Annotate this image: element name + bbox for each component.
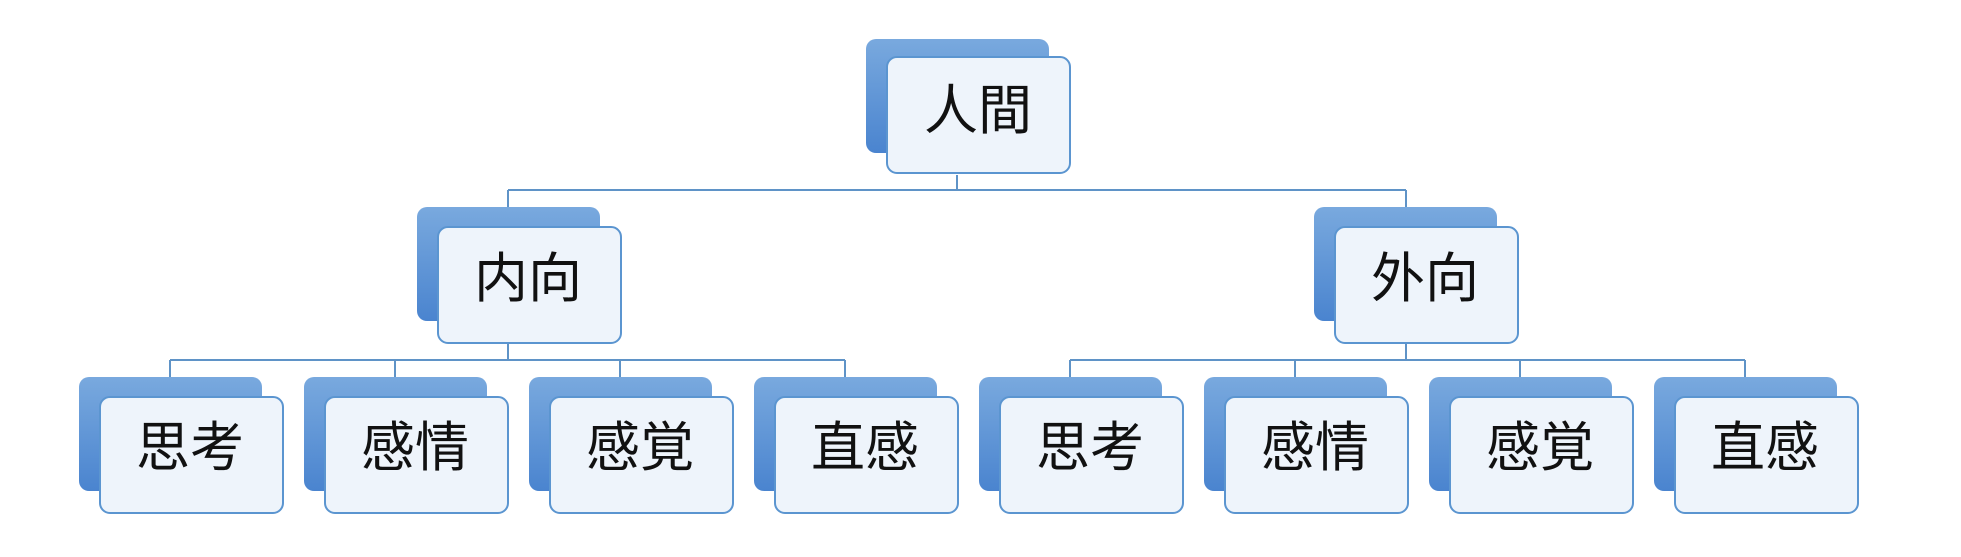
node-front-card bbox=[886, 56, 1071, 174]
node-front-card bbox=[99, 396, 284, 514]
node-extrovert-thinking: 思考 bbox=[979, 377, 1184, 514]
node-label: 感覚 bbox=[586, 416, 694, 479]
node-root: 人間 bbox=[866, 39, 1071, 174]
node-label: 感情 bbox=[361, 416, 469, 479]
connectors bbox=[169, 175, 1746, 380]
node-front-card bbox=[324, 396, 509, 514]
node-introvert-sensation: 感覚 bbox=[529, 377, 734, 514]
connector-extrovert-to-children bbox=[1069, 342, 1746, 380]
node-introvert: 内向 bbox=[417, 207, 622, 344]
node-front-card bbox=[549, 396, 734, 514]
node-extrovert: 外向 bbox=[1314, 207, 1519, 344]
connector-root-to-level1 bbox=[507, 175, 1407, 210]
node-front-card bbox=[1334, 226, 1519, 344]
node-front-card bbox=[1674, 396, 1859, 514]
node-label-root: 人間 bbox=[924, 79, 1032, 142]
node-label: 感覚 bbox=[1486, 416, 1594, 479]
node-front-card bbox=[999, 396, 1184, 514]
node-extrovert-sensation: 感覚 bbox=[1429, 377, 1634, 514]
node-label: 感情 bbox=[1261, 416, 1369, 479]
node-label-introvert: 内向 bbox=[474, 247, 582, 310]
node-introvert-intuition: 直感 bbox=[754, 377, 959, 514]
node-introvert-feeling: 感情 bbox=[304, 377, 509, 514]
node-extrovert-feeling: 感情 bbox=[1204, 377, 1409, 514]
node-front-card bbox=[1224, 396, 1409, 514]
node-extrovert-intuition: 直感 bbox=[1654, 377, 1859, 514]
node-front-card bbox=[1449, 396, 1634, 514]
node-introvert-thinking: 思考 bbox=[79, 377, 284, 514]
node-front-card bbox=[774, 396, 959, 514]
connector-introvert-to-children bbox=[169, 342, 846, 380]
node-label: 直感 bbox=[1711, 416, 1819, 479]
node-label: 思考 bbox=[136, 416, 244, 479]
node-label: 思考 bbox=[1036, 416, 1144, 479]
node-label: 直感 bbox=[811, 416, 919, 479]
node-front-card bbox=[437, 226, 622, 344]
node-label-extrovert: 外向 bbox=[1371, 247, 1479, 310]
